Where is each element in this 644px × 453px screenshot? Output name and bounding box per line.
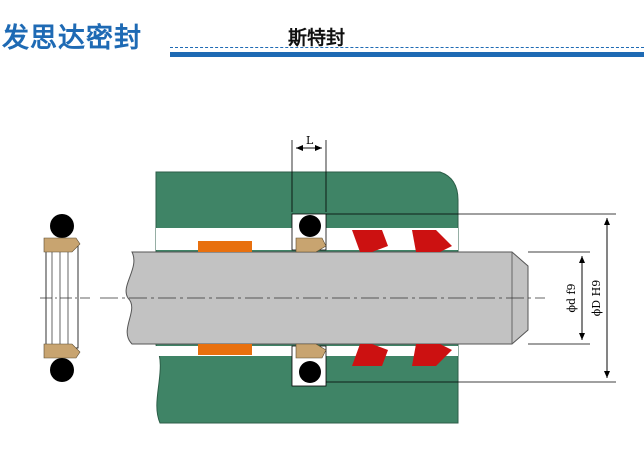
o-ring-section-bottom: [50, 358, 74, 382]
guide-band-bottom: [198, 344, 252, 355]
brand-title: 发思达密封: [2, 23, 142, 54]
step-ring-bottom: [295, 343, 327, 359]
wiper-bottom-2: [412, 344, 452, 366]
o-ring-bottom: [299, 361, 321, 383]
wiper-seals: [352, 230, 452, 366]
seal-bottom: [295, 343, 327, 383]
seal-cross-section: [40, 214, 90, 382]
page-title: 斯特封: [288, 27, 346, 49]
dimension-d: ϕd f9: [528, 251, 590, 345]
header-rule: [170, 52, 644, 57]
wiper-bottom-1: [352, 344, 388, 366]
step-ring-top: [295, 237, 327, 253]
dimension-label-L: L: [306, 134, 314, 147]
step-ring-section-bottom: [43, 343, 81, 359]
guide-band-top: [198, 241, 252, 252]
o-ring-top: [299, 215, 321, 237]
o-ring-section-top: [50, 214, 74, 238]
dimension-L: L: [291, 134, 327, 212]
piston-rod: [100, 251, 545, 345]
dimension-D: ϕD H9: [326, 213, 616, 383]
wiper-top-2: [412, 230, 452, 252]
seal-top: [295, 215, 327, 253]
wiper-top-1: [352, 230, 388, 252]
page-header: 发思达密封 斯特封: [0, 0, 644, 70]
dimension-label-D: ϕD H9: [590, 280, 603, 316]
dimension-label-d: ϕd f9: [565, 283, 578, 312]
step-ring-section-top: [43, 237, 81, 253]
header-rule-dots: [170, 47, 644, 49]
